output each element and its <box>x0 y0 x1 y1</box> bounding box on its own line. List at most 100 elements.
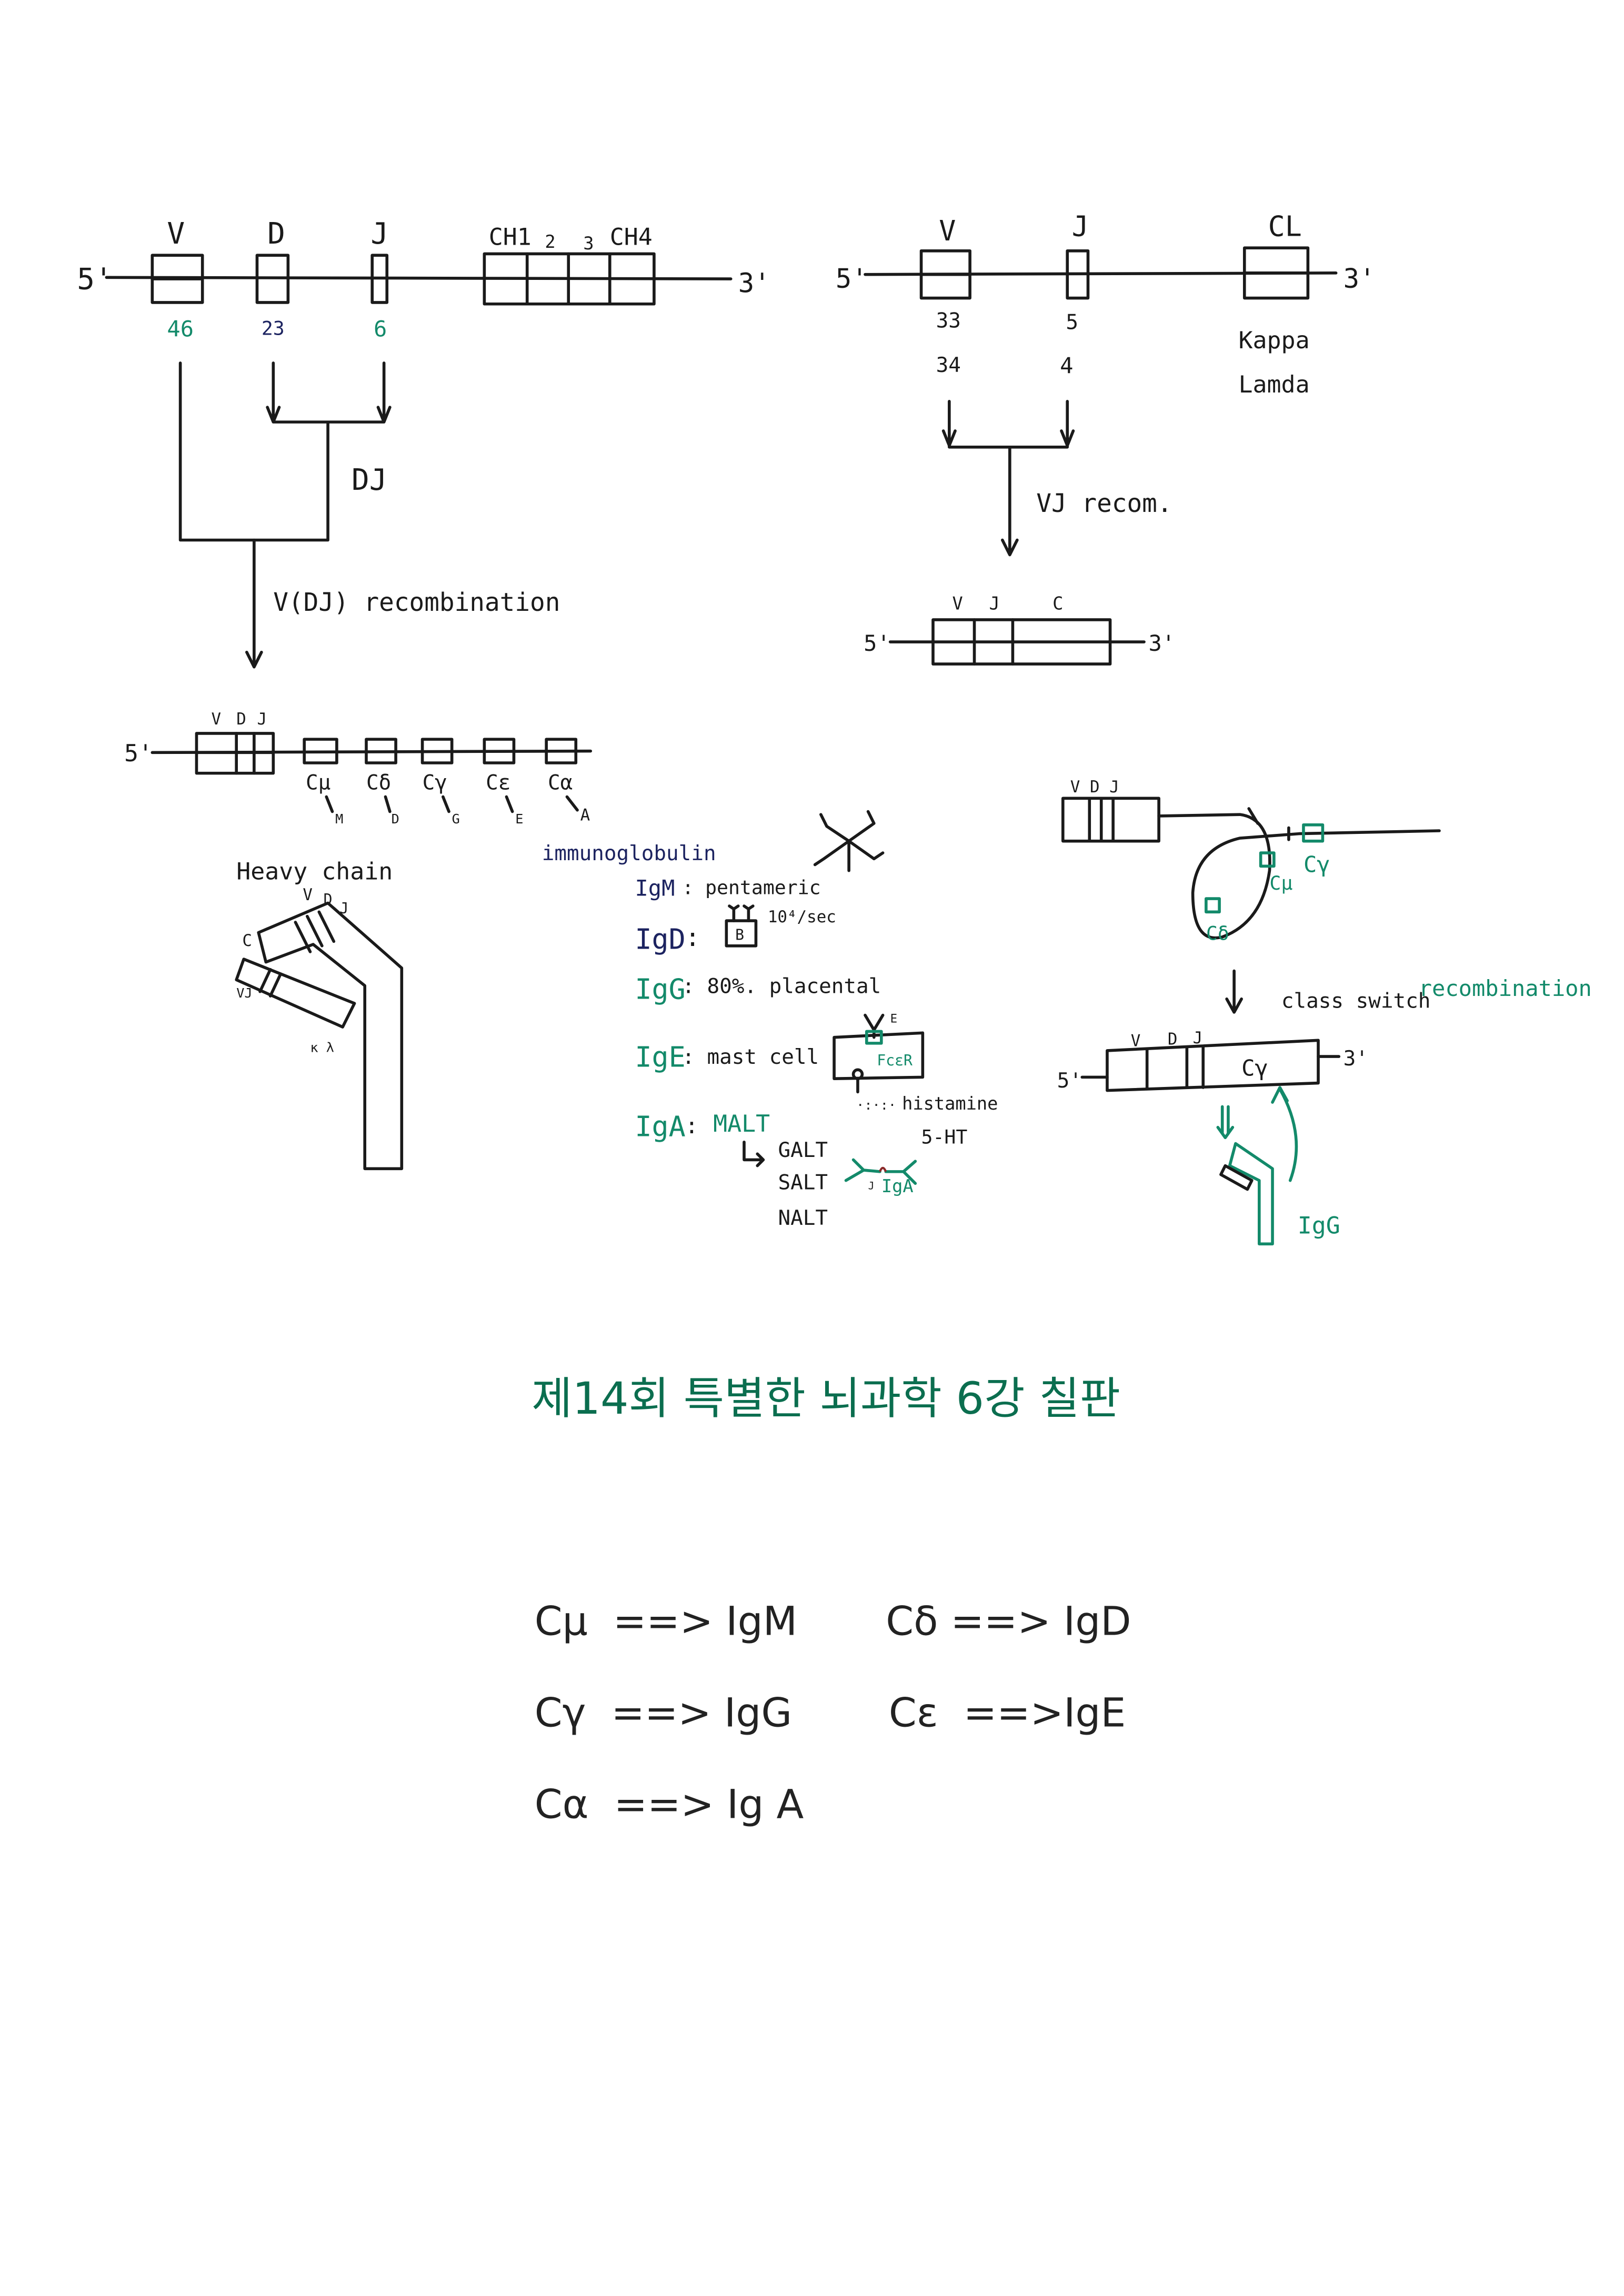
j-count: 6 <box>374 316 387 341</box>
j-label: J <box>1193 1029 1203 1048</box>
v-label: V <box>1131 1031 1141 1050</box>
target-d: D <box>392 811 399 827</box>
b-cell-box <box>725 919 758 948</box>
ch2-label: 2 <box>545 231 555 252</box>
galt-label: GALT <box>778 1139 828 1162</box>
c-gamma-label: Cγ <box>1304 852 1330 878</box>
v-label: V <box>303 885 313 904</box>
j-chain-label: J <box>868 1180 875 1192</box>
salt-label: SALT <box>778 1171 828 1195</box>
target-g: G <box>452 811 460 827</box>
heavy-chain-sketch: Heavy chain V D J C VJ κ λ <box>235 858 404 1171</box>
igg-product-label: IgG <box>1298 1212 1340 1240</box>
j-label: J <box>370 217 388 251</box>
lambda-v-count: 34 <box>936 354 961 377</box>
page-title: 제14회 특별한 뇌과학 6강 칠판 <box>532 1373 1120 1424</box>
c-alpha-label: Cα <box>548 771 573 794</box>
target-a: A <box>580 805 590 824</box>
cl-label: CL <box>1268 210 1302 243</box>
c-mu-label: Cμ <box>306 771 330 794</box>
three-prime-label: 3' <box>738 267 770 298</box>
dj-label: DJ <box>352 463 387 497</box>
lambda-label: Lamda <box>1239 370 1310 398</box>
igg-note: : 80%. placental <box>682 975 881 999</box>
ch3-label: 3 <box>583 233 594 254</box>
five-prime-label: 5' <box>836 263 868 294</box>
c-label: C <box>1052 593 1063 613</box>
heavy-rearranged-gene: 5' V D J Cμ Cδ Cγ Cε Cα M D G E A <box>124 710 593 827</box>
kappa-label: Kappa <box>1239 326 1310 354</box>
constant-segments: Cμ Cδ Cγ Cε Cα M D G E A <box>303 738 590 827</box>
immunoglobulin-heading: immunoglobulin <box>542 842 716 865</box>
three-prime-label: 3' <box>1344 1047 1368 1071</box>
mast-cell-icon <box>833 1013 925 1080</box>
igd-colon: : <box>685 923 700 952</box>
vj-recombination-label: VJ recom. <box>1036 489 1172 518</box>
c-epsilon-label: Cε <box>486 771 510 794</box>
target-m: M <box>335 811 343 827</box>
e-label: E <box>890 1012 898 1026</box>
iga-colon: : <box>685 1113 698 1139</box>
j-label: J <box>257 710 267 729</box>
mapping-c-mu: Cμ ==> IgM <box>535 1598 797 1645</box>
immunoglobulin-notes: immunoglobulin IgM : pentameric IgD : B … <box>542 810 998 1230</box>
c-mu-label: Cμ <box>1269 872 1292 894</box>
kappa-v-count: 33 <box>936 309 961 333</box>
heavy-chain-label: Heavy chain <box>236 858 393 885</box>
arrow-icon <box>743 1140 765 1167</box>
v-label: V <box>212 710 222 729</box>
d-count: 23 <box>262 317 285 340</box>
d-label: D <box>236 710 246 729</box>
igg-label: IgG <box>635 973 685 1006</box>
mapping-c-gamma: Cγ ==> IgG <box>535 1689 792 1736</box>
v-count: 46 <box>167 316 194 341</box>
igg-sketch <box>1228 1142 1274 1246</box>
five-prime-label: 5' <box>77 263 113 297</box>
light-chain-gene: 5' 3' V J CL 33 5 34 4 Kappa Lamda VJ re… <box>836 210 1375 666</box>
class-switch-diagram: V D J Cγ Cμ Cδ class switch recombinatio… <box>1057 778 1592 1246</box>
mapping-c-alpha: Cα ==> Ig A <box>535 1781 804 1827</box>
constant-to-isotype-mapping: Cμ ==> IgM Cδ ==> IgD Cγ ==> IgG Cε ==>I… <box>535 1598 1131 1828</box>
vdj-recombination-label: V(DJ) recombination <box>273 588 560 617</box>
class-switch-label: class switch <box>1281 990 1431 1013</box>
v-label: V <box>939 215 956 247</box>
light-vj-label: VJ <box>236 985 252 1001</box>
kappa-lambda-label: κ λ <box>310 1040 334 1055</box>
mapping-c-epsilon: Cε ==>IgE <box>889 1689 1126 1736</box>
ige-label: IgE <box>635 1041 685 1074</box>
igm-note: : pentameric <box>682 877 820 899</box>
j-label: J <box>1072 210 1089 243</box>
c-gamma-label: Cγ <box>1241 1055 1268 1081</box>
c-label: C <box>242 931 252 950</box>
igm-label: IgM <box>635 875 675 901</box>
b-cell-label: B <box>735 927 744 944</box>
c-delta-label: Cδ <box>1206 922 1229 945</box>
switch-loop <box>1157 807 1441 940</box>
j-segment-box <box>370 254 389 304</box>
d-label: D <box>324 891 333 908</box>
ch4-label: CH4 <box>610 223 653 251</box>
d-label: D <box>1168 1030 1178 1049</box>
ch1-label: CH1 <box>489 223 532 251</box>
serotonin-label: 5-HT <box>921 1126 968 1149</box>
mapping-c-delta: Cδ ==> IgD <box>886 1598 1131 1645</box>
j-label: J <box>340 900 349 917</box>
igd-rate: 10⁴/sec <box>768 908 836 927</box>
three-prime-label: 3' <box>1148 630 1175 656</box>
kappa-j-count: 5 <box>1066 310 1078 334</box>
heavy-chain-gene: 5' 3' V D J CH1 2 3 CH4 46 23 6 DJ V(DJ)… <box>77 217 770 669</box>
v-label: V <box>952 593 963 613</box>
d-segment-box <box>255 254 290 304</box>
fc-receptor-label: FcεR <box>877 1052 913 1069</box>
c-gamma-label: Cγ <box>423 771 447 794</box>
v-label: V <box>167 217 185 251</box>
d-label: D <box>267 217 285 251</box>
recombination-label: recombination <box>1419 975 1592 1001</box>
j-label: J <box>989 593 1000 613</box>
pentamer-icon <box>813 810 885 872</box>
lambda-j-count: 4 <box>1060 353 1073 379</box>
c-delta-label: Cδ <box>366 771 391 794</box>
nalt-label: NALT <box>778 1206 828 1230</box>
histamine-label: histamine <box>902 1093 998 1114</box>
